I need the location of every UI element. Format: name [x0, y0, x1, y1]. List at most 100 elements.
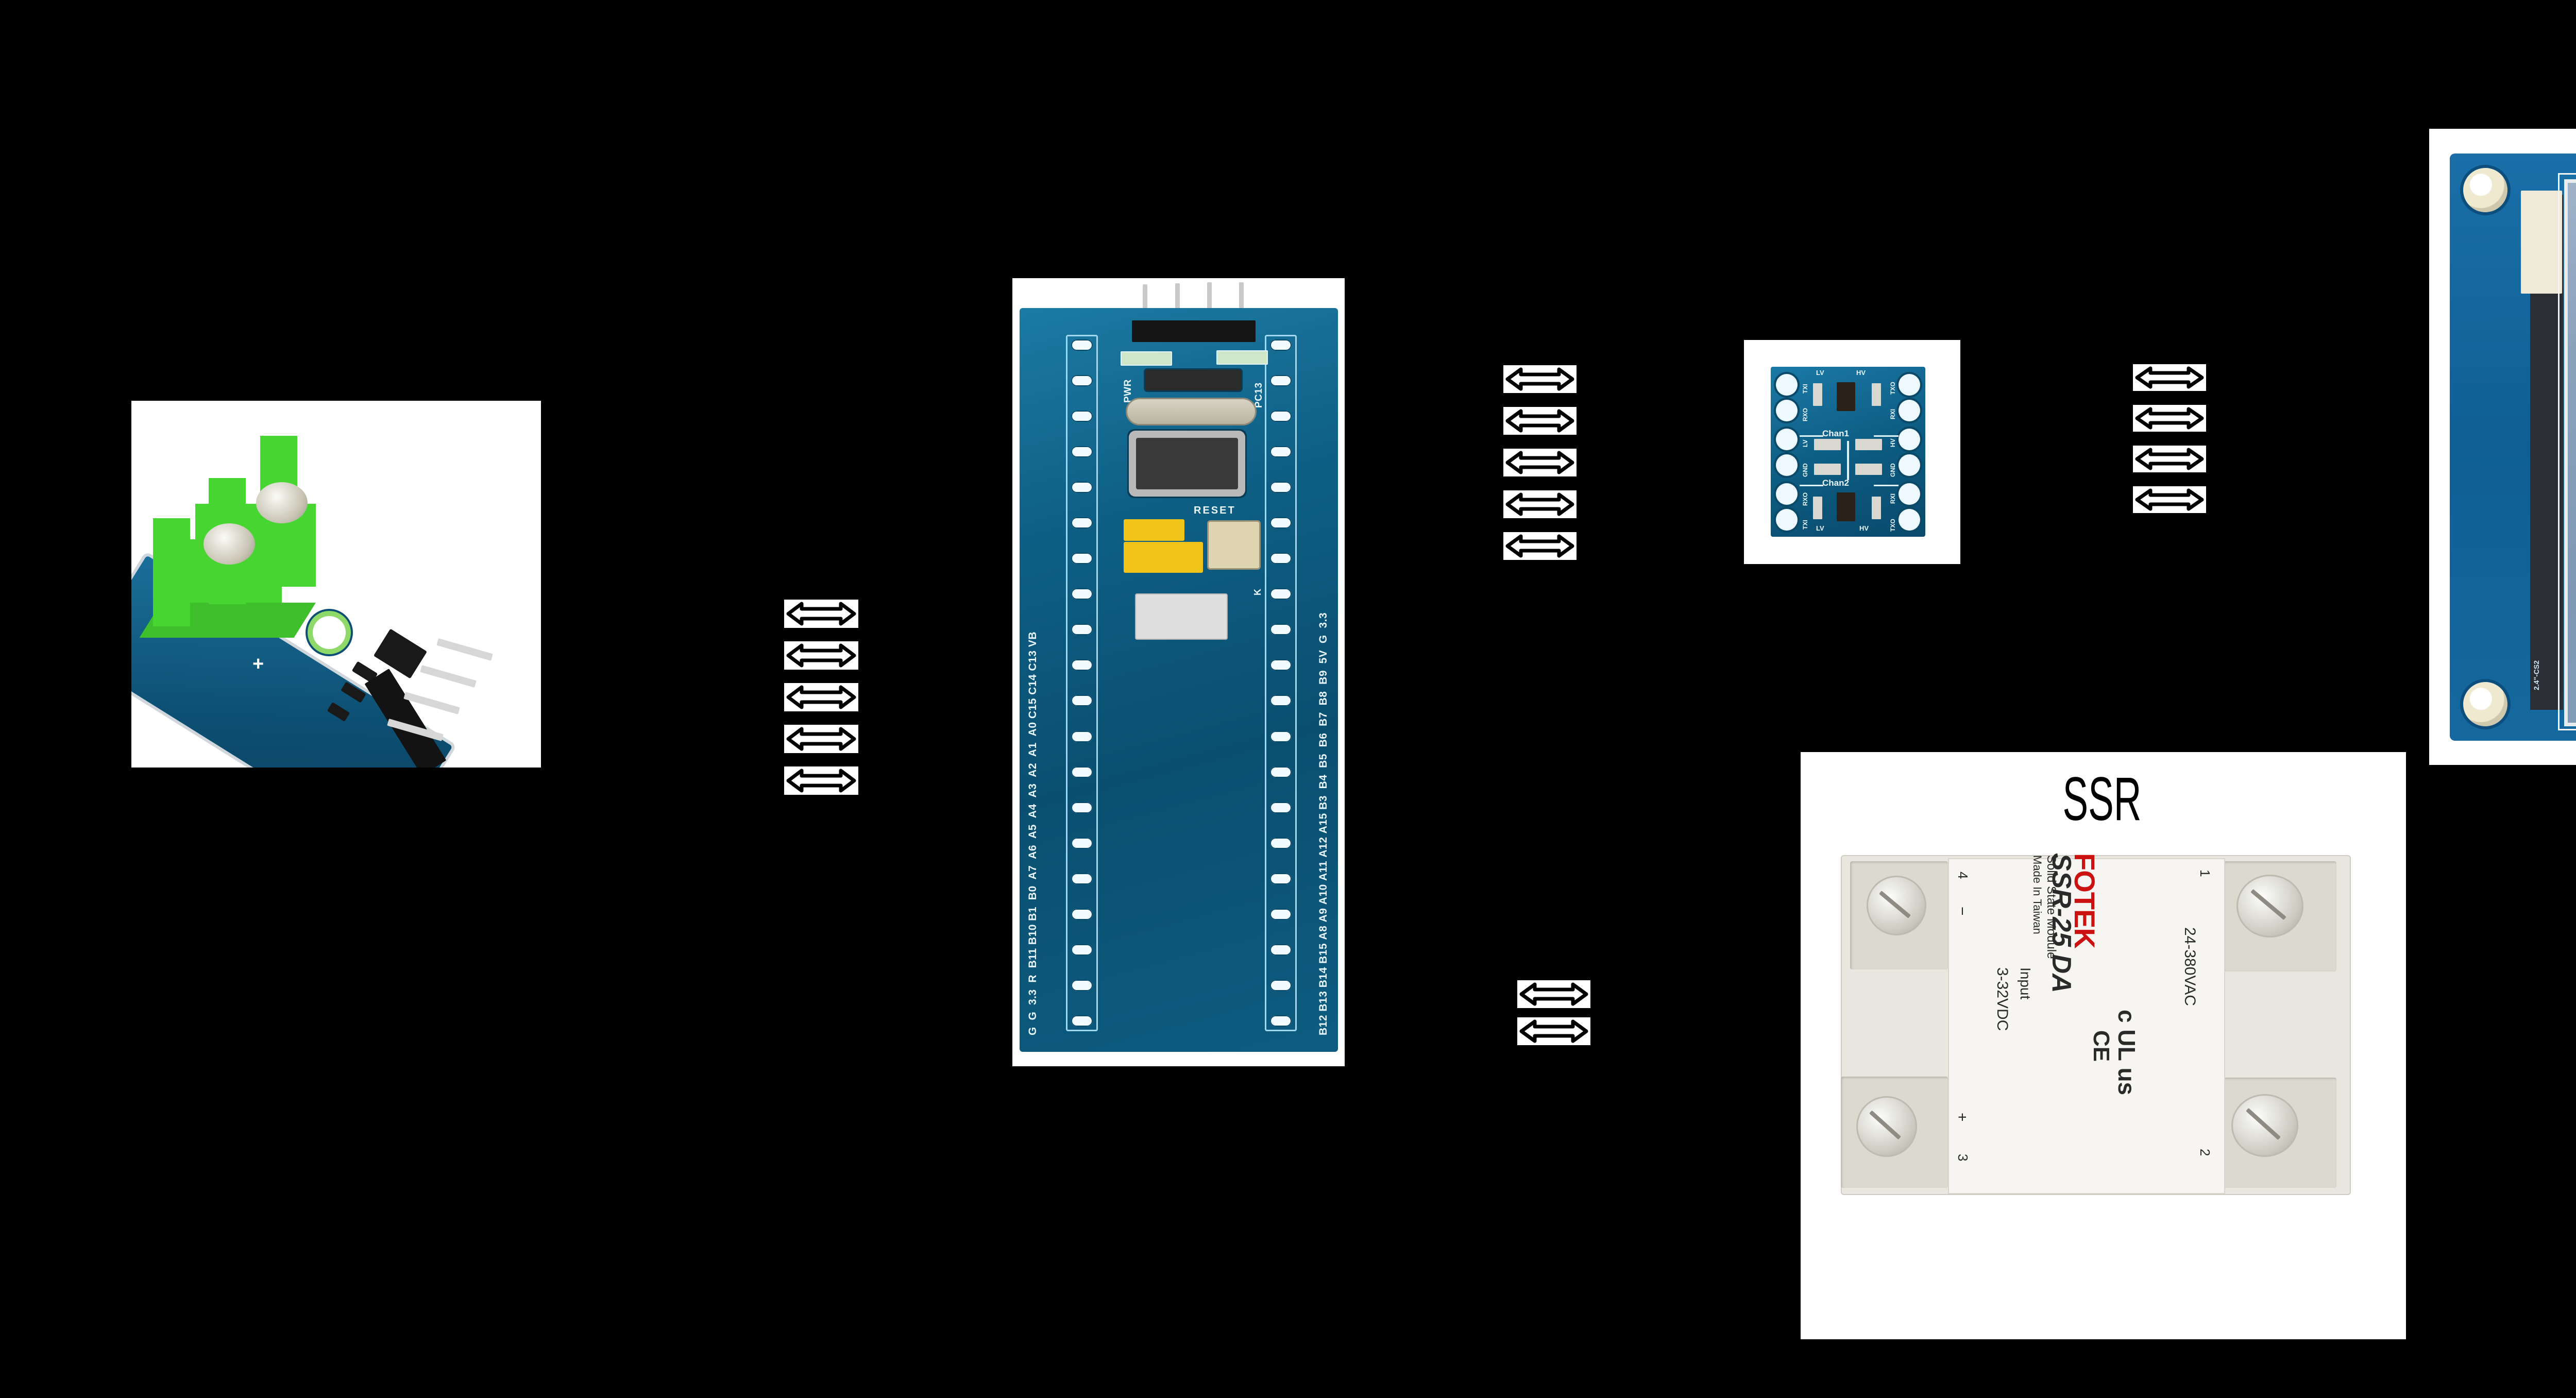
tc-mounting-hole	[313, 616, 346, 649]
ssr-terminal-1-text: 1	[2197, 870, 2213, 877]
bp-pad	[1071, 517, 1093, 529]
ssr-ul-mark: c UL us	[2113, 1010, 2140, 1096]
bp-micro-usb-port[interactable]	[1135, 593, 1228, 640]
double-arrow-icon	[1517, 980, 1590, 1008]
bp-pcb	[1020, 308, 1338, 1052]
bp-pad	[1270, 659, 1292, 671]
conn-thermocouple-to-mcu	[784, 600, 858, 795]
bp-boot1-jumper	[1124, 542, 1203, 573]
double-arrow-icon	[1517, 1017, 1590, 1045]
lc-pad-l3	[1776, 429, 1798, 450]
bp-pad	[1071, 624, 1093, 636]
bp-pad	[1071, 411, 1093, 422]
bp-reset-button[interactable]	[1207, 520, 1261, 570]
tc-plus-marking: +	[252, 653, 264, 675]
bp-pad	[1071, 446, 1093, 458]
lc-label-lv-bottom: LV	[1816, 524, 1824, 532]
bp-right-pad-row	[1265, 335, 1297, 1031]
lc-label-lv-top: LV	[1816, 369, 1824, 377]
lc-label-rxi-r: RXI	[1889, 408, 1896, 419]
bp-pc13-label: PC13	[1253, 382, 1264, 408]
lc-label-rxo-l2: RXO	[1802, 492, 1809, 506]
double-arrow-icon	[1503, 490, 1577, 518]
double-arrow-icon	[2133, 446, 2206, 472]
lc-label-hv-1: HV	[1889, 438, 1896, 447]
bp-boot-header	[1132, 320, 1256, 342]
double-arrow-icon	[784, 766, 858, 795]
lc-pad-r1	[1899, 374, 1920, 396]
bp-pc13-led	[1216, 350, 1268, 365]
bp-pad	[1270, 588, 1292, 600]
ssr-input-word-text: Input	[2018, 967, 2033, 1000]
tc-screw-2	[256, 482, 308, 523]
ssr-origin-text: Made In Taiwan	[2031, 855, 2044, 934]
lc-resistor-3	[1814, 439, 1841, 450]
lc-label-lv-1: LV	[1802, 439, 1809, 447]
ssr-label-face	[1948, 858, 2225, 1194]
bp-pad	[1270, 979, 1292, 991]
lc-label-txi-l2: TXI	[1802, 520, 1809, 530]
bp-pad	[1071, 553, 1093, 565]
lc-resistor-8	[1872, 497, 1881, 519]
bp-boot0-jumper	[1124, 519, 1184, 541]
bp-pad	[1270, 802, 1292, 813]
lc-pad-l4	[1776, 454, 1798, 476]
lc-label-chan2: Chan2	[1822, 478, 1849, 488]
bp-pad	[1071, 837, 1093, 849]
lc-divider-3	[1800, 485, 1823, 486]
bp-pad	[1270, 375, 1292, 387]
lc-pad-l6	[1776, 509, 1798, 531]
bp-pad	[1071, 659, 1093, 671]
bp-boot-pin-1	[1143, 284, 1147, 325]
bp-pad	[1071, 944, 1093, 956]
double-arrow-icon	[1503, 407, 1577, 435]
bp-pad	[1071, 588, 1093, 600]
double-arrow-icon	[1503, 449, 1577, 476]
bp-pad	[1270, 908, 1292, 920]
lc-label-txo-r: TXO	[1889, 382, 1896, 395]
bp-stm32-mcu	[1136, 438, 1238, 489]
bp-rtc-crystal	[1145, 370, 1241, 390]
bp-boot-pin-3	[1207, 282, 1212, 325]
double-arrow-icon	[2133, 405, 2206, 432]
double-arrow-icon	[784, 600, 858, 628]
thermocouple-module-art: +	[131, 401, 541, 768]
node-mcu-board[interactable]: G G 3.3 R B11 B10 B1 B0 A7 A6 A5 A4 A3 A…	[1012, 278, 1345, 1066]
node-level-converter[interactable]: TXI RXO LV GND RXO TXI TXO RXI HV GND RX…	[1744, 340, 1960, 564]
lc-divider-1	[1800, 435, 1823, 437]
ssr-polarity-plus-text: +	[1954, 1113, 1971, 1122]
tc-max6675-ic	[373, 628, 428, 679]
bp-pad	[1270, 837, 1292, 849]
bp-pad	[1270, 339, 1292, 351]
bp-pad	[1270, 873, 1292, 884]
double-arrow-icon	[784, 725, 858, 753]
tft-mount-hole-bl	[2463, 682, 2507, 726]
tc-screw-1	[204, 523, 255, 565]
tft-lcd-panel	[2564, 179, 2576, 726]
bp-pwr-label: PWR	[1123, 379, 1133, 403]
bp-pad	[1071, 695, 1093, 707]
conn-level-converter-to-display	[2133, 364, 2206, 513]
bp-pad	[1071, 979, 1093, 991]
ssr-terminal-4-text: 4	[1955, 872, 1971, 879]
tft-touch-connector	[2521, 191, 2562, 294]
tft-mount-hole-tl	[2463, 168, 2507, 212]
lc-pad-r2	[1899, 400, 1920, 421]
bp-pad	[1071, 375, 1093, 387]
lc-pad-r5	[1899, 483, 1920, 505]
ssr-ce-mark: CE	[2089, 1030, 2114, 1062]
bp-pad	[1270, 446, 1292, 458]
double-arrow-icon	[2133, 364, 2206, 391]
node-tft-display[interactable]: 2.4"-CS2 R10 R09	[2429, 129, 2576, 765]
conn-mcu-to-ssr	[1517, 980, 1590, 1045]
ssr-polarity-minus-text: −	[1954, 907, 1971, 916]
lc-pad-l2	[1776, 400, 1798, 421]
node-solid-state-relay[interactable]: SSR FOTEK SSR-25 DA Solid State Module M…	[1801, 752, 2406, 1339]
ssr-input-rating-text: 3-32VDC	[1994, 967, 2011, 1031]
node-thermocouple-module[interactable]: +	[131, 401, 541, 768]
bp-pad	[1071, 339, 1093, 351]
conn-mcu-to-level-converter	[1503, 365, 1577, 560]
double-arrow-icon	[1503, 365, 1577, 393]
bp-pad	[1270, 730, 1292, 742]
ssr-caption: SSR	[2062, 764, 2142, 833]
